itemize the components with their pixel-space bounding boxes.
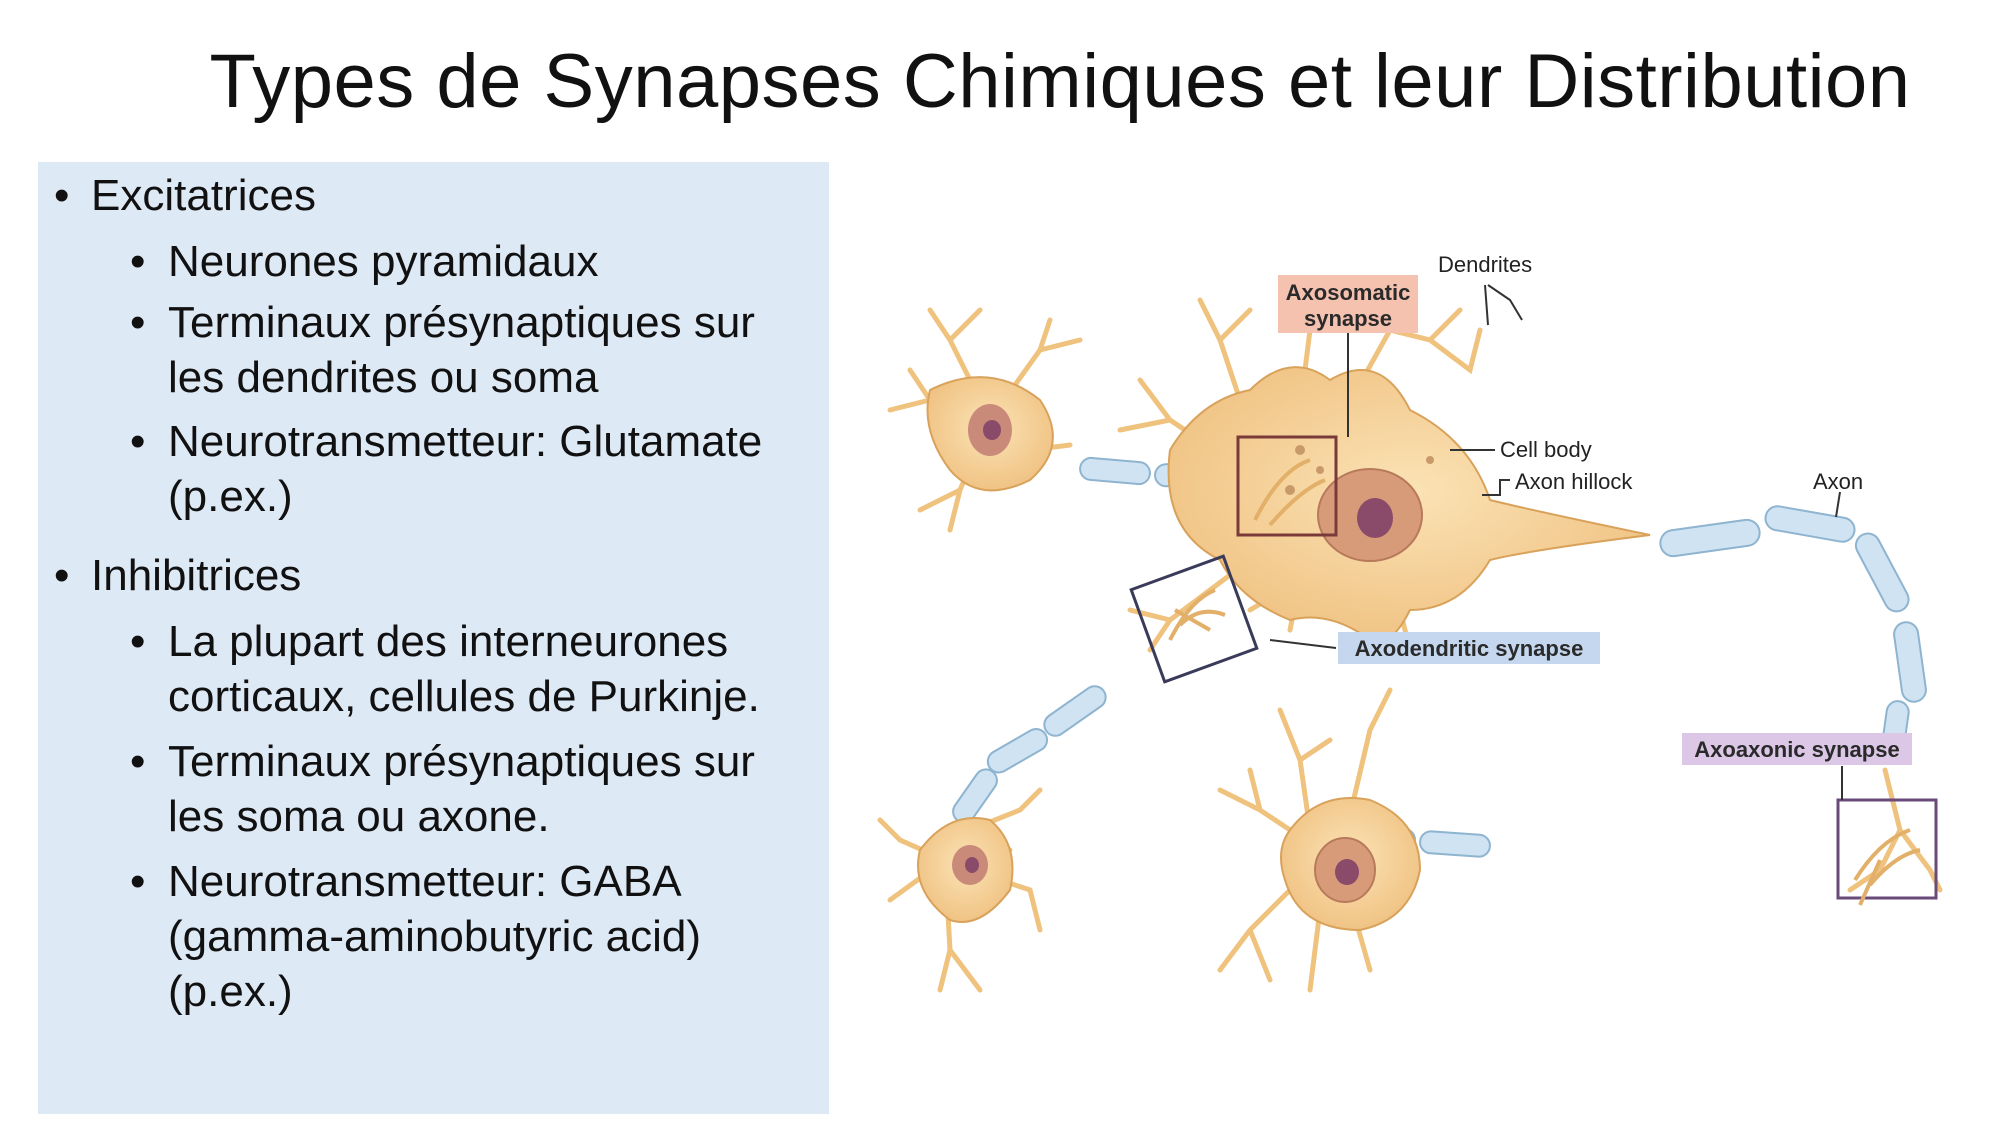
list-item-text: Neurotransmetteur: Glutamate (p.ex.)	[168, 417, 763, 521]
axosomatic-label-bg	[1278, 275, 1418, 333]
list-item-text: La plupart des interneurones corticaux, …	[168, 617, 760, 721]
section-heading-text: Inhibitrices	[91, 551, 302, 600]
bullet-dot: •	[54, 171, 70, 220]
bullet-dot: •	[54, 551, 70, 600]
page-title: Types de Synapses Chimiques et leur Dist…	[209, 39, 1911, 124]
list-item-text: Neurones pyramidaux	[168, 237, 599, 286]
axoaxonic-label: Axoaxonic synapse	[1694, 737, 1899, 762]
axon-label: Axon	[1813, 469, 1863, 494]
text-panel: • Excitatrices • Neurones pyramidaux • T…	[38, 162, 829, 1114]
axoaxonic-label-bg	[1682, 733, 1912, 765]
axodendritic-synapse-box	[1129, 554, 1259, 684]
dendrites-label: Dendrites	[1438, 252, 1532, 277]
axosomatic-label-line2: synapse	[1304, 306, 1392, 331]
bullet-dot: •	[130, 417, 146, 466]
axon-main	[1659, 505, 1927, 762]
axosomatic-synapse-box	[1236, 435, 1338, 537]
neuron-bottom-right	[1280, 797, 1422, 932]
axoaxonic-synapse-box	[1836, 798, 1938, 906]
list-item-text: Terminaux présynaptiques sur les dendrit…	[168, 298, 755, 402]
axon-hillock-label: Axon hillock	[1515, 469, 1633, 494]
neuron-top-left	[926, 376, 1054, 492]
list-item-text: Terminaux présynaptiques sur les soma ou…	[168, 737, 755, 841]
axodendritic-label-bg	[1338, 632, 1600, 664]
neuron-bottom-left	[917, 817, 1014, 923]
section-heading-text: Excitatrices	[91, 171, 316, 220]
cell-body-label: Cell body	[1500, 437, 1592, 462]
leader-lines	[1269, 284, 1843, 800]
neuron-synapse-diagram: Dendrites Axosomatic synapse Cell body A…	[877, 252, 1943, 993]
bullet-dot: •	[130, 857, 146, 906]
bullet-dot: •	[130, 298, 146, 347]
axon-left-bottom	[952, 685, 1107, 824]
axosomatic-label-line1: Axosomatic	[1286, 280, 1411, 305]
bullet-dot: •	[130, 237, 146, 286]
bullet-dot: •	[130, 617, 146, 666]
axodendritic-label: Axodendritic synapse	[1355, 636, 1584, 661]
bullet-dot: •	[130, 737, 146, 786]
list-item-text: Neurotransmetteur: GABA (gamma-aminobuty…	[168, 857, 702, 1016]
